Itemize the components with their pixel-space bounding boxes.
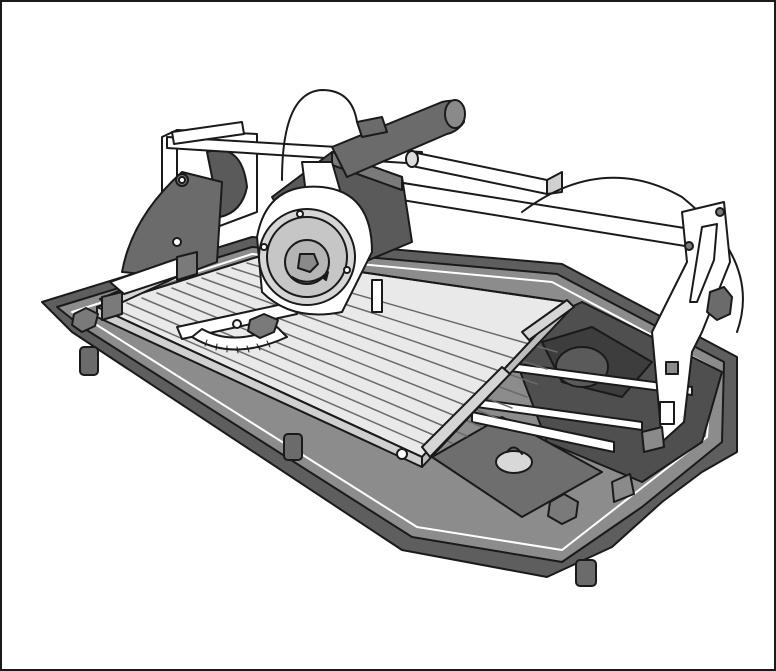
miter-guide-icon xyxy=(176,301,298,354)
knob-icon xyxy=(247,313,279,339)
tray-foot xyxy=(79,346,99,376)
left-support xyxy=(71,129,258,333)
tray-foot xyxy=(283,433,303,461)
bolt xyxy=(396,448,408,460)
knob-icon xyxy=(706,286,733,321)
knob-icon xyxy=(547,493,579,525)
diamond-blade-icon xyxy=(256,185,383,316)
bolt xyxy=(172,237,182,247)
drain-plug xyxy=(495,450,533,474)
right-support xyxy=(611,201,733,503)
tray-foot xyxy=(575,559,597,587)
cutting-table xyxy=(96,256,575,468)
knob-icon xyxy=(71,307,99,333)
